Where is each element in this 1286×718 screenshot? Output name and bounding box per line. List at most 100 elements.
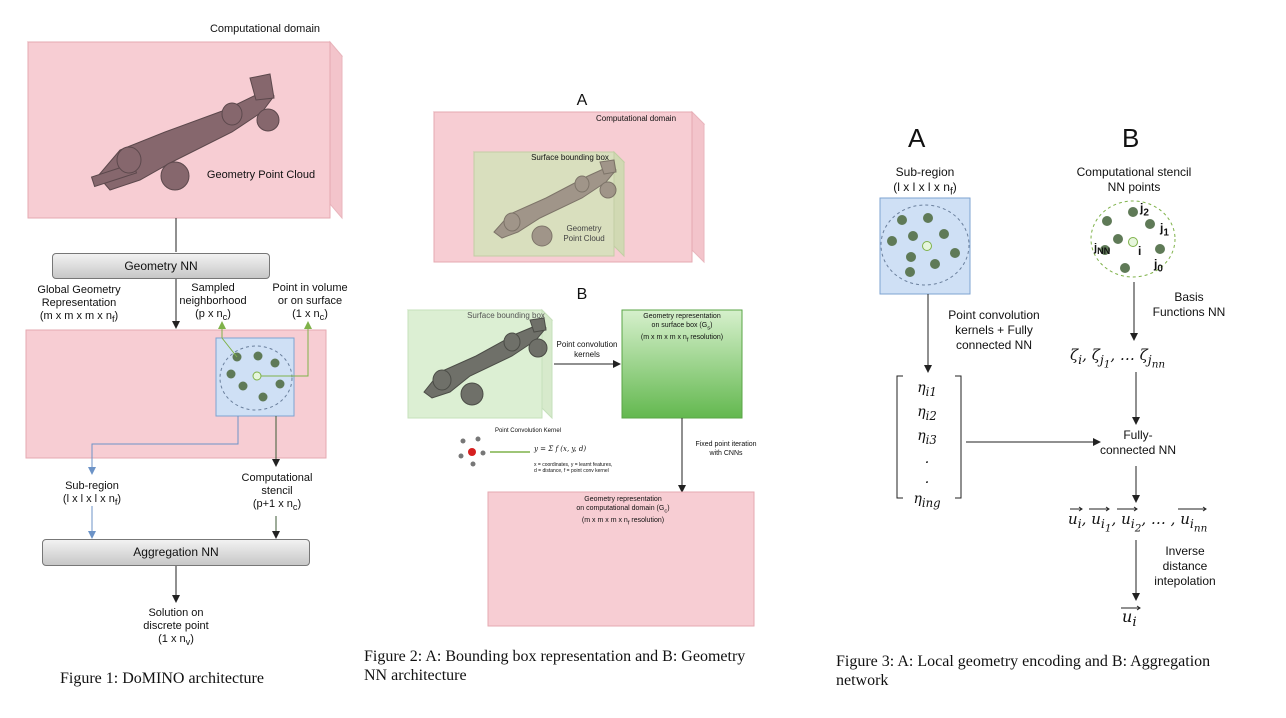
fig1-sampled-sub: c — [222, 312, 228, 323]
fig2-label-a: A — [576, 92, 588, 109]
fig1-car-icon — [90, 73, 280, 191]
fig2-point-conv-line2: kernels — [574, 350, 600, 359]
fig3-subregion-close: ) — [952, 180, 957, 194]
fig2-kernel-formula: y = Σ f (x, y, d) — [534, 445, 587, 453]
fig2-geom-rep-domain-box — [487, 491, 755, 627]
fig2a-car-icon — [493, 159, 617, 247]
fig1-point-volume-sub: c — [319, 312, 325, 323]
fig2-domain-label: Computational domain — [595, 114, 677, 123]
fig3-basis-label: Basis Functions NN — [1144, 290, 1234, 320]
fig3-point-conv-label: Point convolution kernels + Fully connec… — [940, 308, 1048, 353]
fig2-fixed-point-line1: Fixed point iteration — [695, 441, 757, 448]
fig3-eta-1: η — [917, 380, 926, 396]
fig3-point-conv-line1: Point convolution — [948, 308, 1040, 322]
fig1-sampled-line2: neighborhood — [179, 295, 247, 307]
fig1-point-volume-close: ) — [324, 308, 328, 320]
fig1-global-geom-close: ) — [114, 310, 119, 322]
fig3-inverse-line1: Inverse — [1165, 544, 1205, 558]
fig3-j2-label: j2 — [1140, 202, 1149, 219]
fig1-stencil-line2: stencil — [261, 485, 293, 497]
fig1-stencil-dots — [226, 351, 285, 402]
fig3-jnn-sub: NN — [1097, 246, 1111, 257]
fig1-aggregation-nn-box: Aggregation NN — [42, 539, 310, 566]
fig1-stencil-line3: (p+1 x n — [252, 498, 293, 510]
fig1-stencil-close: ) — [297, 498, 302, 510]
fig3-subregion-line1: Sub-region — [895, 165, 955, 179]
fig2-point-cloud-label: Geometry Point Cloud — [554, 224, 614, 244]
fig1-sampled-line1: Sampled — [191, 282, 235, 294]
fig1-arrow-subregion — [88, 416, 239, 475]
fig3-zeta-1: ζ — [1070, 346, 1079, 364]
fig2-grd-sub2: f — [627, 520, 630, 527]
fig3-basis-line2: Functions NN — [1152, 305, 1226, 319]
fig3-j0-sub: 0 — [1157, 263, 1163, 275]
fig2-kernel-legend-2: d = distance, f = point conv kernel — [534, 468, 609, 474]
fig3-subregion-dots — [887, 213, 960, 277]
fig3-fc-line2: connected NN — [1099, 443, 1177, 457]
fig1-solution-line2: discrete point — [143, 620, 209, 632]
fig2-point-cloud-line1: Geometry — [566, 224, 602, 233]
fig1-point-volume-label: Point in volume or on surface (1 x nc) — [262, 282, 358, 324]
fig1-arrow-sampled — [218, 321, 238, 358]
fig3-eta-n: η — [913, 491, 922, 508]
fig1-global-geom-line1: Global Geometry — [37, 284, 121, 296]
fig1-global-geom-line3: (m x m x m x n — [39, 310, 112, 322]
fig3-u-list: ui, ui1, ui2, … , uinn — [1068, 510, 1208, 535]
fig3-u-final-symbol: u — [1122, 607, 1133, 626]
fig3-stencil-title-line1: Computational stencil — [1076, 165, 1192, 179]
fig1-subregion-line2: (l x l x l x n — [62, 493, 115, 505]
fig1-global-geom-label: Global Geometry Representation (m x m x … — [14, 284, 144, 326]
fig2-geom-rep-surface-label: Geometry representation on surface box (… — [626, 312, 738, 346]
fig3-point-conv-line3: connected NN — [955, 338, 1033, 352]
fig3-u-3: u — [1121, 510, 1131, 528]
fig1-global-geom-sub: f — [111, 314, 115, 325]
fig3-stencil-title-line2: NN points — [1107, 180, 1161, 194]
fig2-grs-line3: (m x m x m x n — [640, 334, 687, 342]
fig2-grs-close: ) — [710, 322, 713, 329]
fig3-point-conv-line2: kernels + Fully — [955, 323, 1033, 337]
fig3-label-b: B — [1122, 123, 1140, 153]
fig2-point-conv-label: Point convolution kernels — [552, 340, 622, 360]
fig2-caption: Figure 2: A: Bounding box representation… — [364, 647, 824, 685]
fig3-j1: j — [1160, 221, 1164, 235]
fig1-solution-line3: (1 x n — [158, 633, 186, 645]
fig1-point-volume-line1: Point in volume — [272, 282, 348, 294]
fig2-caption-line2: NN architecture — [364, 667, 467, 684]
fig3-inverse-label: Inverse distance intepolation — [1150, 544, 1220, 589]
fig2-label-b: B — [576, 286, 588, 303]
fig3-eta-3-sub: i3 — [925, 432, 937, 447]
fig3-eta-2: η — [917, 403, 926, 420]
fig1-subregion-label: Sub-region (l x l x l x nf) — [40, 480, 144, 509]
fig3-zeta-list: ζi, ζj1, … ζjnn — [1070, 346, 1166, 371]
fig3-eta-3: η — [917, 427, 926, 444]
fig1-stencil-label: Computational stencil (p+1 x nc) — [222, 472, 332, 514]
fig3-caption-line1: Figure 3: A: Local geometry encoding and… — [836, 653, 1211, 670]
fig2-kernel-diagram — [458, 436, 530, 467]
fig1-point-volume-line3: (1 x n — [292, 308, 320, 320]
fig2-kernel-legend-1: x = coordinates, y = learnt features, — [534, 462, 613, 468]
fig1-stencil-sub: c — [292, 502, 298, 513]
fig1-point-volume-line2: or on surface — [277, 295, 343, 307]
fig1-subregion-close: ) — [117, 493, 122, 505]
fig3-subregion-circle — [880, 204, 970, 286]
fig3-fc-label: Fully- connected NN — [1090, 428, 1186, 458]
fig3-zeta-2: ζ — [1091, 346, 1100, 364]
fig2-caption-line1: Figure 2: A: Bounding box representation… — [364, 648, 746, 665]
fig3-u-1: u — [1068, 510, 1078, 528]
fig3-j0-label: j0 — [1154, 258, 1163, 275]
fig3-j2: j — [1140, 201, 1144, 215]
fig3-eta-2-sub: i2 — [925, 408, 937, 423]
fig3-u-final: ui — [1122, 607, 1137, 631]
fig2-grd-res: resolution) — [629, 517, 665, 525]
fig3-u-2: u — [1091, 510, 1101, 528]
fig2-fixed-point-line2: with CNNs — [709, 450, 743, 457]
fig1-arrow-point-volume — [261, 321, 312, 377]
fig3-eta-bracket-right — [955, 375, 962, 499]
fig1-aggregation-nn-label: Aggregation NN — [133, 545, 219, 559]
fig1-global-geom-line2: Representation — [41, 297, 117, 309]
fig1-stencil-line1: Computational — [241, 472, 313, 484]
fig2-grd-line3: (m x m x m x n — [581, 517, 628, 525]
fig2-geom-rep-surface-box — [621, 309, 743, 419]
